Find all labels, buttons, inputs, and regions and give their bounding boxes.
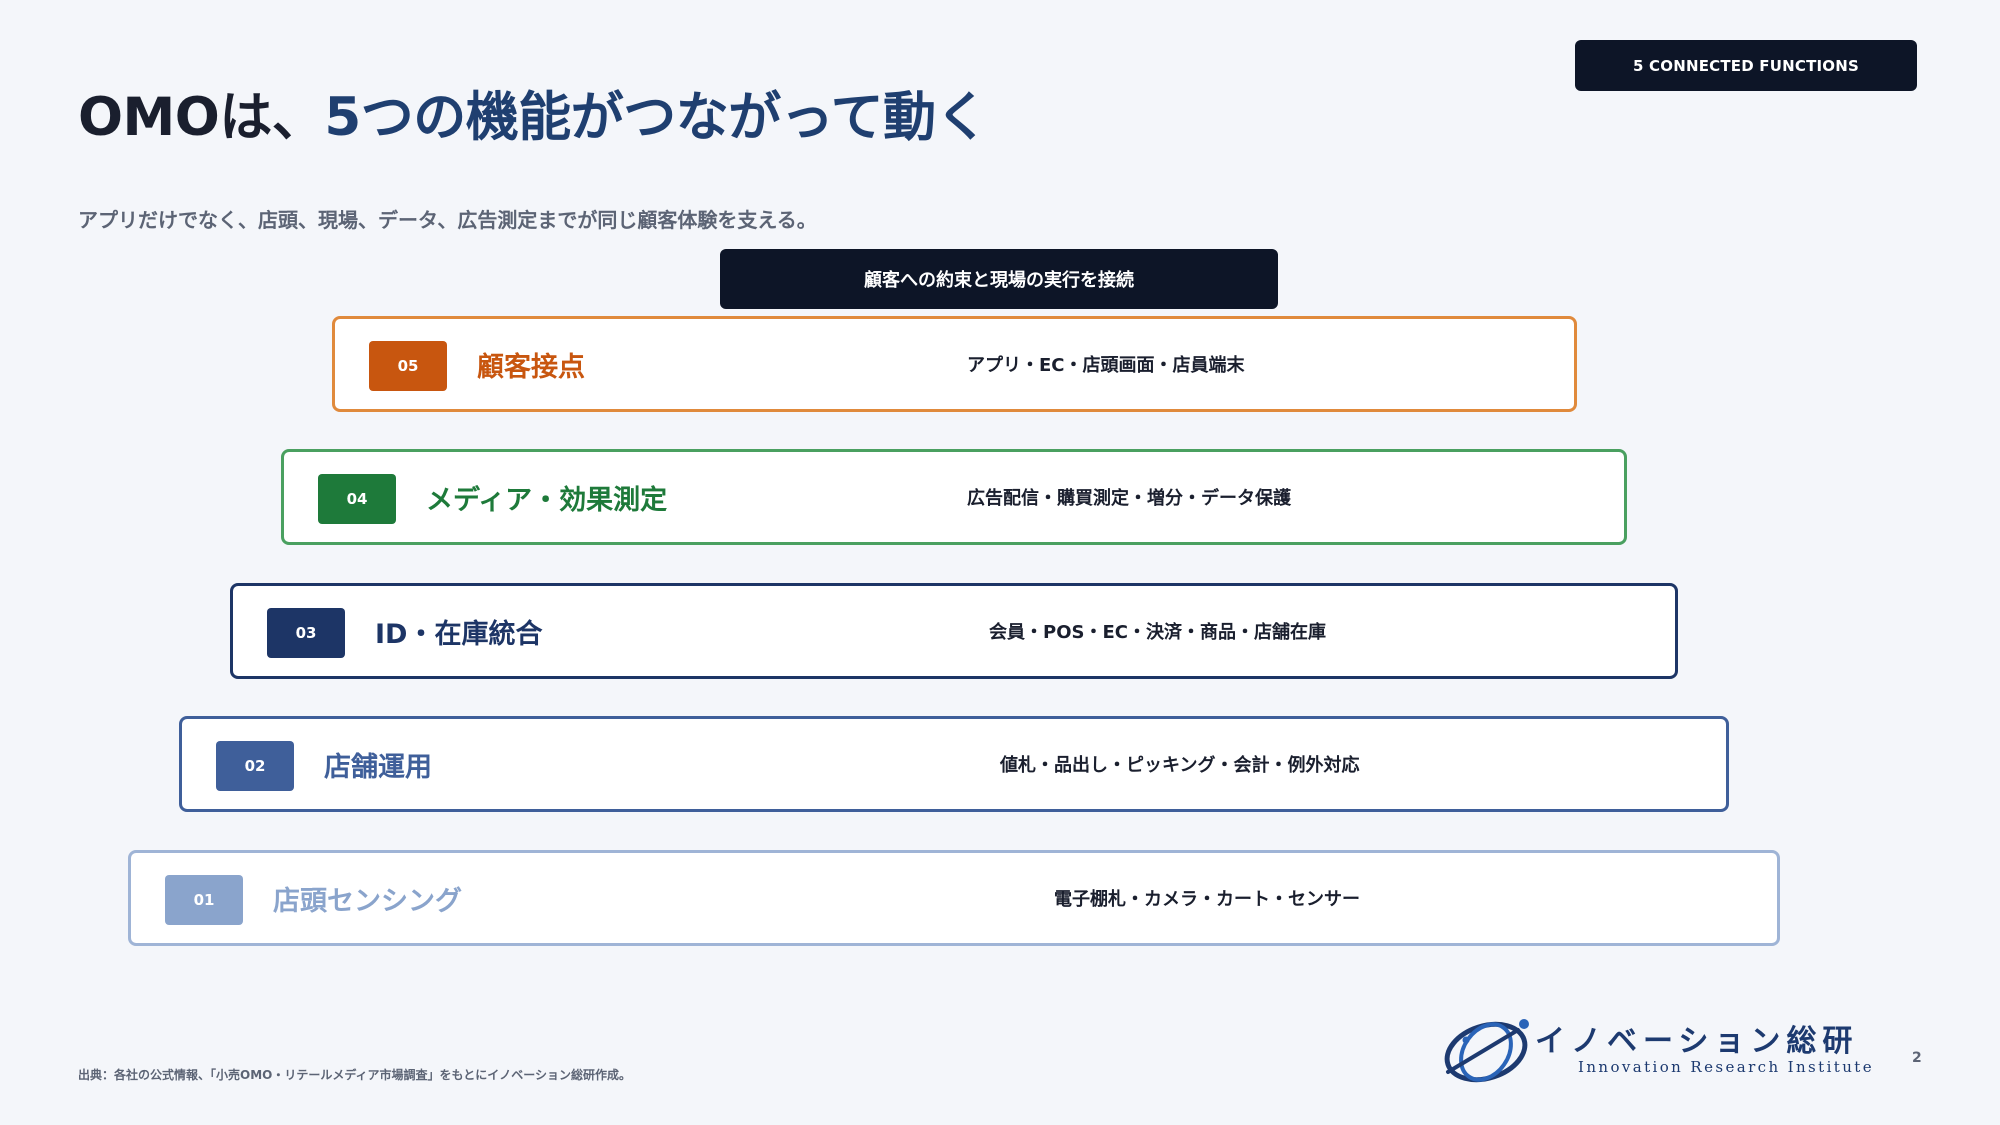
page-subtitle: アプリだけでなく、店頭、現場、データ、広告測定までが同じ顧客体験を支える。: [78, 208, 817, 232]
layer-description: アプリ・EC・店頭画面・店員端末: [967, 355, 1245, 376]
company-logo: イノベーション総研 Innovation Research Institute: [1440, 1010, 1910, 1090]
layer-name: メディア・効果測定: [426, 484, 668, 516]
title-prefix: OMOは、: [78, 87, 325, 148]
layer-name: 店頭センシング: [273, 885, 462, 917]
title-highlight: 5つの機能がつながって動く: [324, 87, 989, 148]
page-title: OMOは、5つの機能がつながって動く: [78, 84, 989, 152]
layer-name: 店舗運用: [324, 751, 432, 783]
layer-number-badge: 03: [267, 608, 345, 658]
layer-number-badge: 04: [318, 474, 396, 524]
logo-text-jp: イノベーション総研: [1535, 1024, 1859, 1059]
layer-02-store-operations: 02 店舗運用 値札・品出し・ピッキング・会計・例外対応: [179, 716, 1729, 812]
layer-01-store-sensing: 01 店頭センシング 電子棚札・カメラ・カート・センサー: [128, 850, 1780, 946]
layer-number-badge: 05: [369, 341, 447, 391]
layer-number-badge: 01: [165, 875, 243, 925]
layer-description: 電子棚札・カメラ・カート・センサー: [1054, 889, 1360, 910]
layer-description: 値札・品出し・ピッキング・会計・例外対応: [1000, 755, 1360, 776]
connect-banner: 顧客への約束と現場の実行を接続: [720, 249, 1278, 309]
logo-text-en: Innovation Research Institute: [1578, 1058, 1874, 1076]
header-badge: 5 CONNECTED FUNCTIONS: [1575, 40, 1917, 91]
page-number: 2: [1912, 1050, 1922, 1066]
layer-name: 顧客接点: [477, 351, 585, 383]
layer-name: ID・在庫統合: [375, 618, 543, 650]
orbit-logo-icon: [1444, 1019, 1529, 1083]
layer-03-id-inventory: 03 ID・在庫統合 会員・POS・EC・決済・商品・店舗在庫: [230, 583, 1678, 679]
layer-04-media-measurement: 04 メディア・効果測定 広告配信・購買測定・増分・データ保護: [281, 449, 1627, 545]
layer-description: 会員・POS・EC・決済・商品・店舗在庫: [989, 622, 1326, 643]
layer-number-badge: 02: [216, 741, 294, 791]
source-note: 出典：各社の公式情報、「小売OMO・リテールメディア市場調査」をもとにイノベーシ…: [78, 1068, 632, 1082]
layer-description: 広告配信・購買測定・増分・データ保護: [967, 488, 1291, 509]
layer-05-customer-touchpoint: 05 顧客接点 アプリ・EC・店頭画面・店員端末: [332, 316, 1577, 412]
